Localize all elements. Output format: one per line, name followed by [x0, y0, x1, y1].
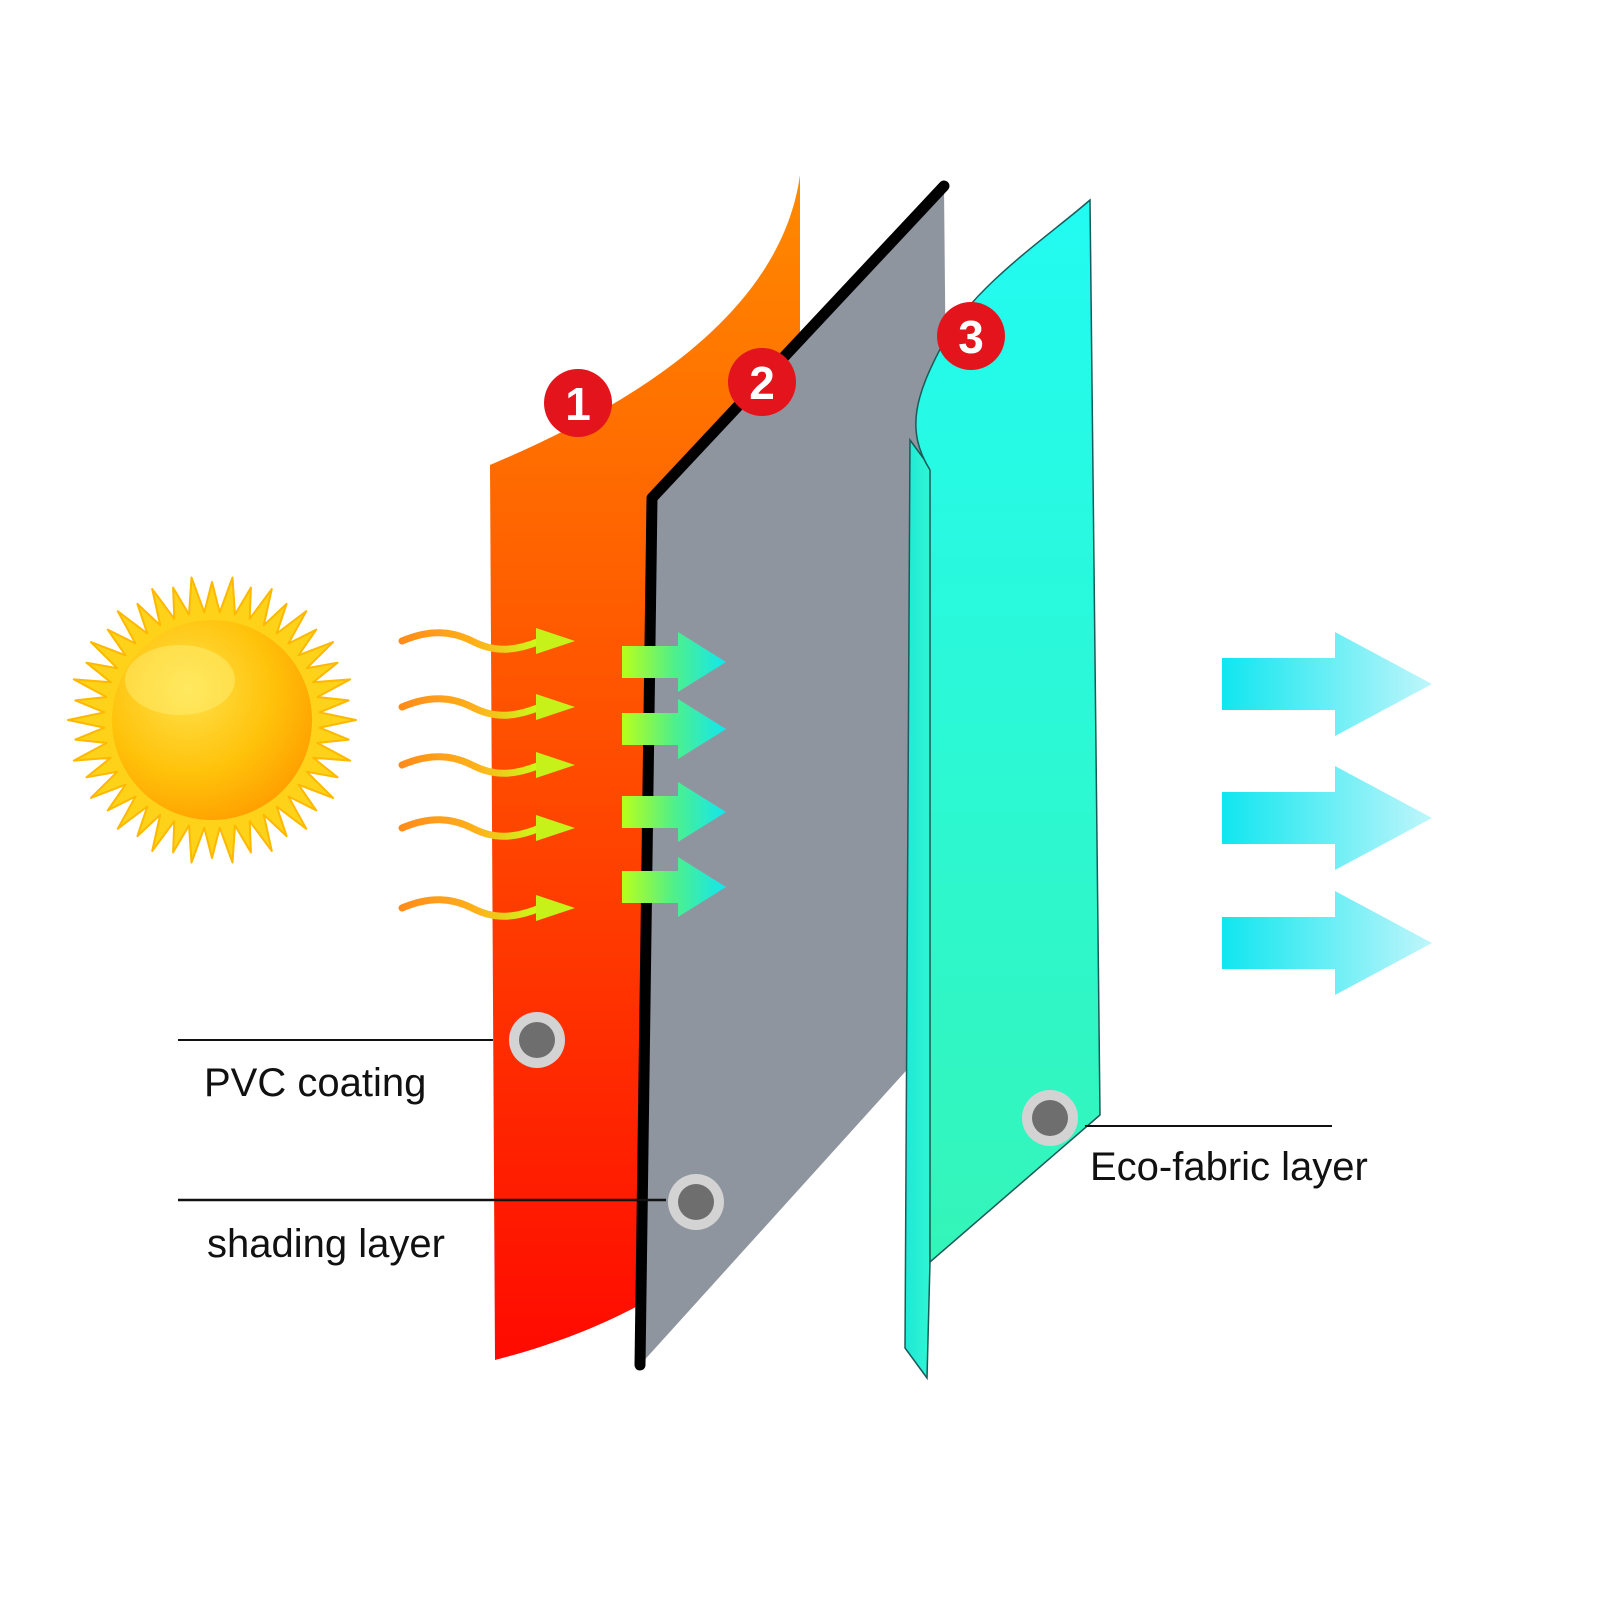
layer-1-badge: 1 [544, 369, 612, 437]
transfer-arrow-icon [622, 632, 726, 692]
heat-wave-arrow-icon [398, 629, 544, 653]
transfer-arrow-icon [622, 699, 726, 759]
pvc-coating-label: PVC coating [204, 1061, 427, 1105]
transfer-arrow-icon [622, 857, 726, 917]
heat-wave-arrow-icon [398, 753, 544, 777]
grommet-icon [1022, 1090, 1078, 1146]
layer-3-badge: 3 [937, 302, 1005, 370]
sun-icon [67, 576, 357, 864]
cool-air-arrow-icon [1222, 632, 1432, 736]
svg-text:3: 3 [958, 311, 984, 363]
svg-text:2: 2 [749, 357, 775, 409]
heat-wave-arrow-icon [398, 695, 544, 719]
heat-wave-arrow-icon [398, 816, 544, 840]
layer-2-badge: 2 [728, 348, 796, 416]
eco-fabric-layer-label: Eco-fabric layer [1090, 1145, 1368, 1189]
shading-layer [640, 186, 952, 1365]
shading-layer-label: shading layer [207, 1222, 445, 1266]
grommet-icon [668, 1174, 724, 1230]
heat-wave-arrows [398, 628, 575, 921]
heat-wave-arrow-icon [398, 896, 544, 920]
transfer-arrow-icon [622, 782, 726, 842]
cool-air-arrow-icon [1222, 766, 1432, 870]
cool-air-arrows [1222, 632, 1432, 995]
transfer-arrows [622, 632, 726, 917]
shading-layer-edge [634, 180, 950, 1371]
eco-fabric-side [904, 437, 933, 1381]
grommet-icon [509, 1012, 565, 1068]
svg-text:1: 1 [565, 378, 591, 430]
cool-air-arrow-icon [1222, 891, 1432, 995]
